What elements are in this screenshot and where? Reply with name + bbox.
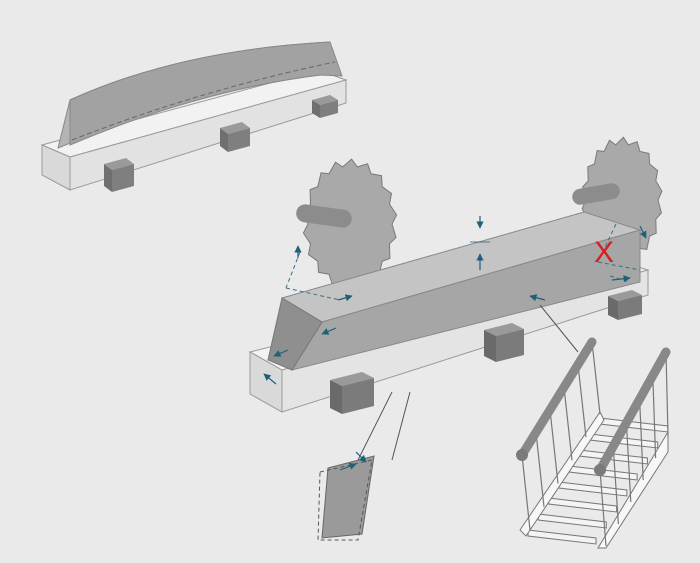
stair-baluster — [652, 375, 657, 459]
saw-beam-assembly: X — [248, 136, 663, 414]
left-handrail-post-cap — [516, 449, 528, 461]
left-circular-saw — [296, 158, 398, 290]
stair-baluster — [591, 341, 601, 415]
curved-beam-assembly — [40, 41, 348, 192]
stair-baluster — [577, 364, 587, 438]
beam-support-block-3 — [608, 290, 642, 320]
staircase — [516, 337, 671, 549]
measurement-arrows — [263, 216, 647, 385]
beam-support-block-1 — [330, 372, 374, 414]
stair-baluster — [639, 399, 644, 481]
staircase-stringer — [597, 430, 669, 549]
curved-support-block-2 — [220, 122, 250, 152]
stair-step — [537, 513, 607, 529]
stair-step — [548, 497, 618, 513]
curved-beam-centerline — [71, 61, 336, 141]
staircase-balusters — [521, 341, 669, 547]
stair-baluster — [599, 469, 607, 547]
right-handrail-post-cap — [594, 464, 606, 476]
left-handrail — [517, 337, 597, 460]
cross-section-face — [321, 455, 375, 539]
right-saw-shaft — [572, 183, 620, 205]
stair-baluster — [549, 409, 559, 484]
stair-baluster — [521, 454, 531, 531]
leader-to-staircase — [539, 304, 579, 353]
stair-baluster — [612, 446, 619, 525]
beam-end-face — [267, 297, 323, 371]
stair-baluster — [665, 351, 669, 437]
curved-base-side — [69, 79, 347, 191]
cut-marker-x: X — [594, 236, 614, 269]
stair-step — [599, 417, 669, 433]
stair-baluster — [625, 422, 632, 503]
curved-support-block-1 — [104, 158, 134, 192]
cross-section-detail — [317, 391, 411, 541]
curved-beam-top — [69, 41, 343, 146]
staircase-stringer-left — [519, 411, 605, 537]
stair-baluster — [535, 432, 545, 507]
stair-baluster — [563, 387, 573, 461]
curved-support-block-3 — [312, 95, 338, 118]
beam-support-block-2 — [484, 323, 524, 362]
left-saw-shaft — [296, 204, 352, 228]
right-handrail — [595, 347, 671, 475]
stair-step — [527, 529, 597, 545]
